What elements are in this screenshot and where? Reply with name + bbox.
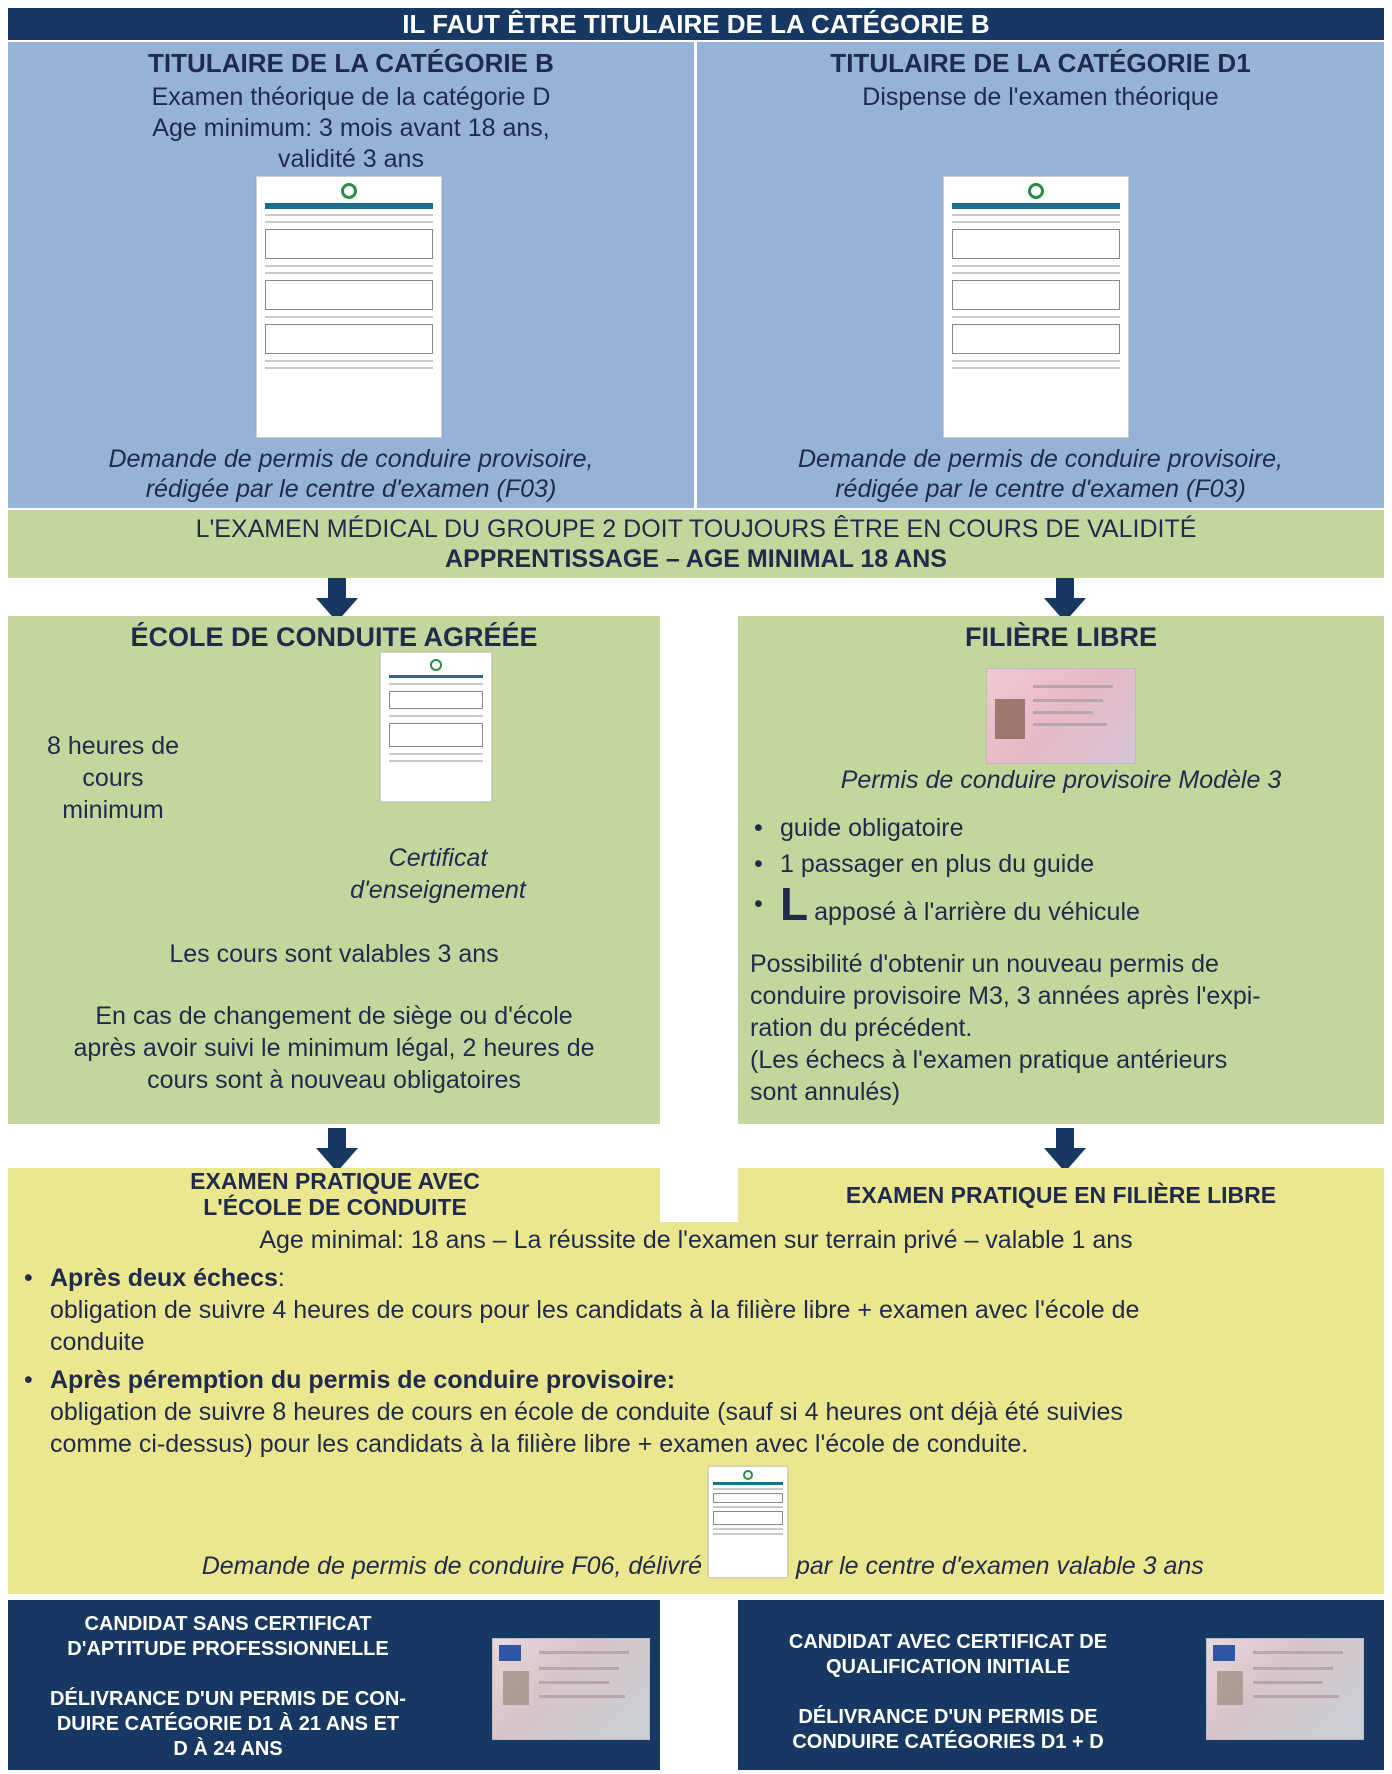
panel-category-b: TITULAIRE DE LA CATÉGORIE B Examen théor… [8,42,694,508]
form-f06-image [708,1466,788,1578]
br-line2: QUALIFICATION INITIALE [825,1656,1071,1678]
exam-b2-text1: obligation de suivre 8 heures de cours e… [50,1398,1123,1426]
bl-line3: DÉLIVRANCE D'UN PERMIS DE CON- [50,1688,406,1710]
exam-b2-text2: comme ci-dessus) pour les candidats à la… [50,1430,1029,1458]
panel-driving-school: ÉCOLE DE CONDUITE AGRÉÉE 8 heures de cou… [8,616,660,1124]
free-para-5: sont annulés) [750,1078,901,1106]
certificate-image [380,652,492,802]
panel-category-d1: TITULAIRE DE LA CATÉGORIE D1 Dispense de… [697,42,1384,508]
panel-b-caption1: Demande de permis de conduire provisoire… [108,445,594,473]
free-para-4: (Les échecs à l'examen pratique antérieu… [750,1046,1228,1074]
form-f03-image [943,176,1129,438]
school-valid: Les cours sont valables 3 ans [169,940,499,968]
school-hours2: cours [82,764,144,792]
school-change1: En cas de changement de siège ou d'école [95,1002,573,1030]
form-f03-image [256,176,442,438]
panel-free-track: FILIÈRE LIBRE Permis de conduire proviso… [738,616,1384,1124]
exam-bullet-2: Après péremption du permis de conduire p… [16,1364,1372,1460]
arrow-down-icon [1044,578,1086,622]
free-bullet-3-text: apposé à l'arrière du véhicule [814,898,1140,926]
panel-b-line2: Age minimum: 3 mois avant 18 ans, [152,114,550,142]
panel-d1-caption1: Demande de permis de conduire provisoire… [798,445,1283,473]
school-cert1: Certificat [388,844,488,872]
panel-without-cap: CANDIDAT SANS CERTIFICAT D'APTITUDE PROF… [8,1600,660,1770]
header-banner: IL FAUT ÊTRE TITULAIRE DE LA CATÉGORIE B [8,8,1384,40]
panel-b-title: TITULAIRE DE LA CATÉGORIE B [148,48,554,78]
arrow-down-icon [316,1128,358,1172]
exam-b1-colon: : [277,1264,285,1292]
free-title: FILIÈRE LIBRE [964,622,1157,652]
br-line1: CANDIDAT AVEC CERTIFICAT DE [788,1631,1108,1653]
arrow-down-icon [1044,1128,1086,1172]
br-line4: CONDUIRE CATÉGORIES D1 + D [792,1731,1104,1753]
panel-b-line1: Examen théorique de la catégorie D [151,83,551,111]
panel-d1-title: TITULAIRE DE LA CATÉGORIE D1 [830,48,1251,78]
free-para-1: Possibilité d'obtenir un nouveau permis … [750,950,1219,978]
license-card-image [492,1638,650,1740]
license-card-image [1206,1638,1364,1740]
exam-free-title: EXAMEN PRATIQUE EN FILIÈRE LIBRE [845,1182,1277,1208]
free-bullet-1: guide obligatoire [746,810,1366,846]
br-line3: DÉLIVRANCE D'UN PERMIS DE [798,1706,1098,1728]
exam-b2-title: Après péremption du permis de conduire p… [50,1366,676,1394]
school-hours3: minimum [62,796,164,824]
medical-banner: L'EXAMEN MÉDICAL DU GROUPE 2 DOIT TOUJOU… [8,510,1384,578]
panel-with-cap: CANDIDAT AVEC CERTIFICAT DE QUALIFICATIO… [738,1600,1384,1770]
panel-practical-exam [738,1168,1384,1224]
medical-line1: L'EXAMEN MÉDICAL DU GROUPE 2 DOIT TOUJOU… [195,515,1197,543]
exam-b1-text1: obligation de suivre 4 heures de cours p… [50,1296,1140,1324]
school-change3: cours sont à nouveau obligatoires [147,1066,521,1094]
exam-bullet-1: Après deux échecs: obligation de suivre … [16,1262,1372,1358]
exam-b1-title: Après deux échecs [50,1264,278,1292]
free-para-2: conduire provisoire M3, 3 années après l… [750,982,1261,1010]
school-hours1: 8 heures de [46,732,180,760]
exam-b1-text2: conduite [50,1328,145,1356]
free-caption: Permis de conduire provisoire Modèle 3 [840,766,1282,794]
free-bullet-2: 1 passager en plus du guide [746,846,1366,882]
provisional-license-image [986,668,1136,764]
medical-line2: APPRENTISSAGE – AGE MINIMAL 18 ANS [445,545,947,573]
l-plate-letter: L [780,878,809,930]
exam-f06-right: par le centre d'examen valable 3 ans [796,1552,1204,1580]
bl-line5: D À 24 ANS [173,1738,283,1760]
school-title: ÉCOLE DE CONDUITE AGRÉÉE [130,622,538,652]
bl-line2: D'APTITUDE PROFESSIONNELLE [67,1638,389,1660]
panel-b-line3: validité 3 ans [278,145,424,173]
exam-school-title1: EXAMEN PRATIQUE AVEC [190,1168,480,1194]
panel-d1-caption2: rédigée par le centre d'examen (F03) [835,475,1246,503]
arrow-down-icon [316,578,358,622]
bl-line4: DUIRE CATÉGORIE D1 À 21 ANS ET [56,1713,400,1735]
exam-f06-left: Demande de permis de conduire F06, déliv… [201,1552,702,1580]
panel-practical-exam [8,1168,660,1224]
exam-age: Age minimal: 18 ans – La réussite de l'e… [259,1226,1133,1254]
free-para-3: ration du précédent. [750,1014,973,1042]
panel-b-caption2: rédigée par le centre d'examen (F03) [145,475,557,503]
header-title: IL FAUT ÊTRE TITULAIRE DE LA CATÉGORIE B [402,9,990,39]
exam-school-title2: L'ÉCOLE DE CONDUITE [203,1194,467,1220]
bl-line1: CANDIDAT SANS CERTIFICAT [84,1613,372,1635]
school-change2: après avoir suivi le minimum légal, 2 he… [73,1034,595,1062]
school-cert2: d'enseignement [350,876,526,904]
panel-d1-line1: Dispense de l'examen théorique [862,83,1219,111]
